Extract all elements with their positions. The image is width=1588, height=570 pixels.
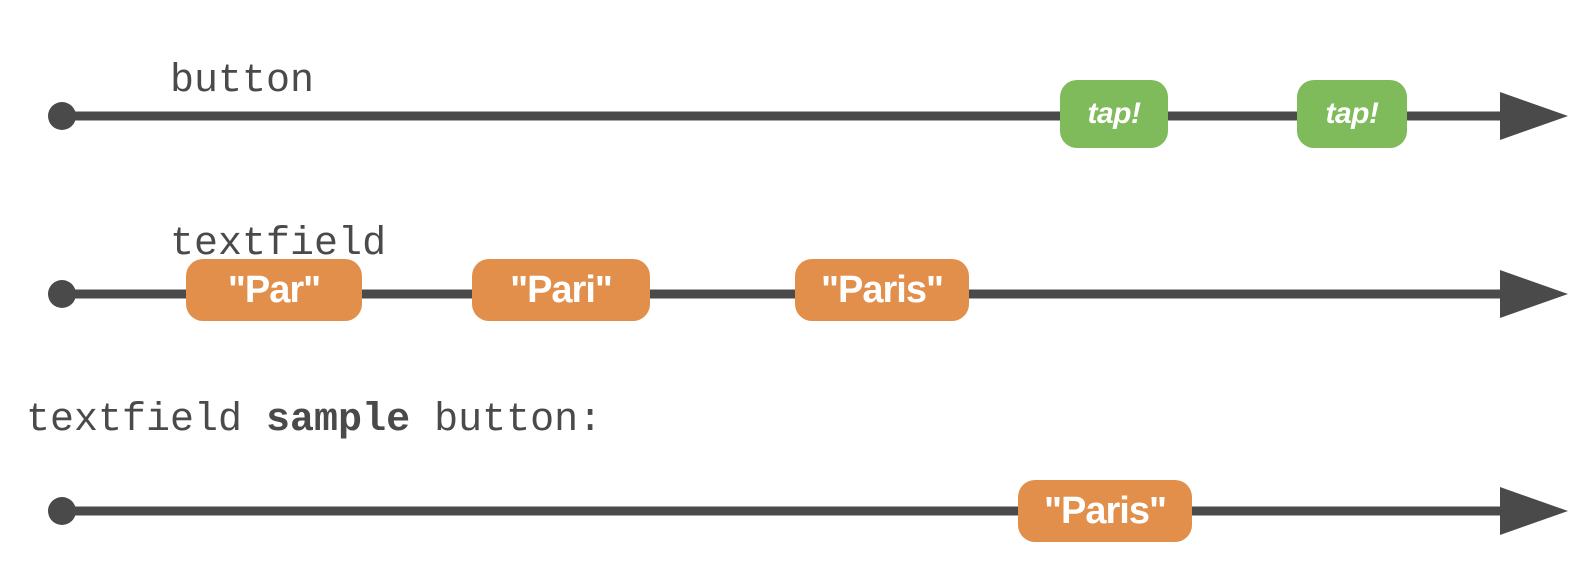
timeline-arrowhead-icon — [1500, 487, 1568, 535]
timeline-arrowhead-icon — [1500, 92, 1568, 140]
row-label-sample: textfield sample button: — [26, 401, 602, 441]
timeline-axis-button — [48, 92, 1568, 140]
row-label-operator: sample — [266, 398, 411, 443]
marble-label: "Par" — [227, 268, 321, 311]
marble-label: "Paris" — [1044, 489, 1167, 532]
row-label-prefix: textfield — [26, 398, 267, 443]
row-label-text: button — [170, 59, 315, 104]
row-label-suffix: button: — [410, 398, 603, 443]
marble-event-tap[interactable]: tap! — [1060, 80, 1168, 148]
row-label-textfield: textfield — [26, 185, 386, 305]
marble-event-value[interactable]: "Paris" — [795, 259, 969, 321]
timeline-row-sample: textfield sample button: "Paris" — [0, 383, 1588, 570]
marble-event-value[interactable]: "Par" — [186, 259, 362, 321]
marble-event-value[interactable]: "Paris" — [1018, 480, 1192, 542]
row-label-text: textfield — [170, 222, 387, 267]
marble-label: tap! — [1087, 97, 1142, 130]
row-label-button: button — [26, 22, 314, 142]
marble-label: "Pari" — [510, 268, 613, 311]
marble-event-tap[interactable]: tap! — [1297, 80, 1407, 148]
marble-label: "Paris" — [821, 268, 944, 311]
timeline-row-button: button tap! tap! — [0, 0, 1588, 170]
marble-event-value[interactable]: "Pari" — [472, 259, 650, 321]
timeline-row-textfield: textfield "Par" "Pari" "Paris" — [0, 165, 1588, 350]
timeline-arrowhead-icon — [1500, 270, 1568, 318]
marble-label: tap! — [1325, 97, 1380, 130]
timeline-axis-sample — [48, 487, 1568, 535]
